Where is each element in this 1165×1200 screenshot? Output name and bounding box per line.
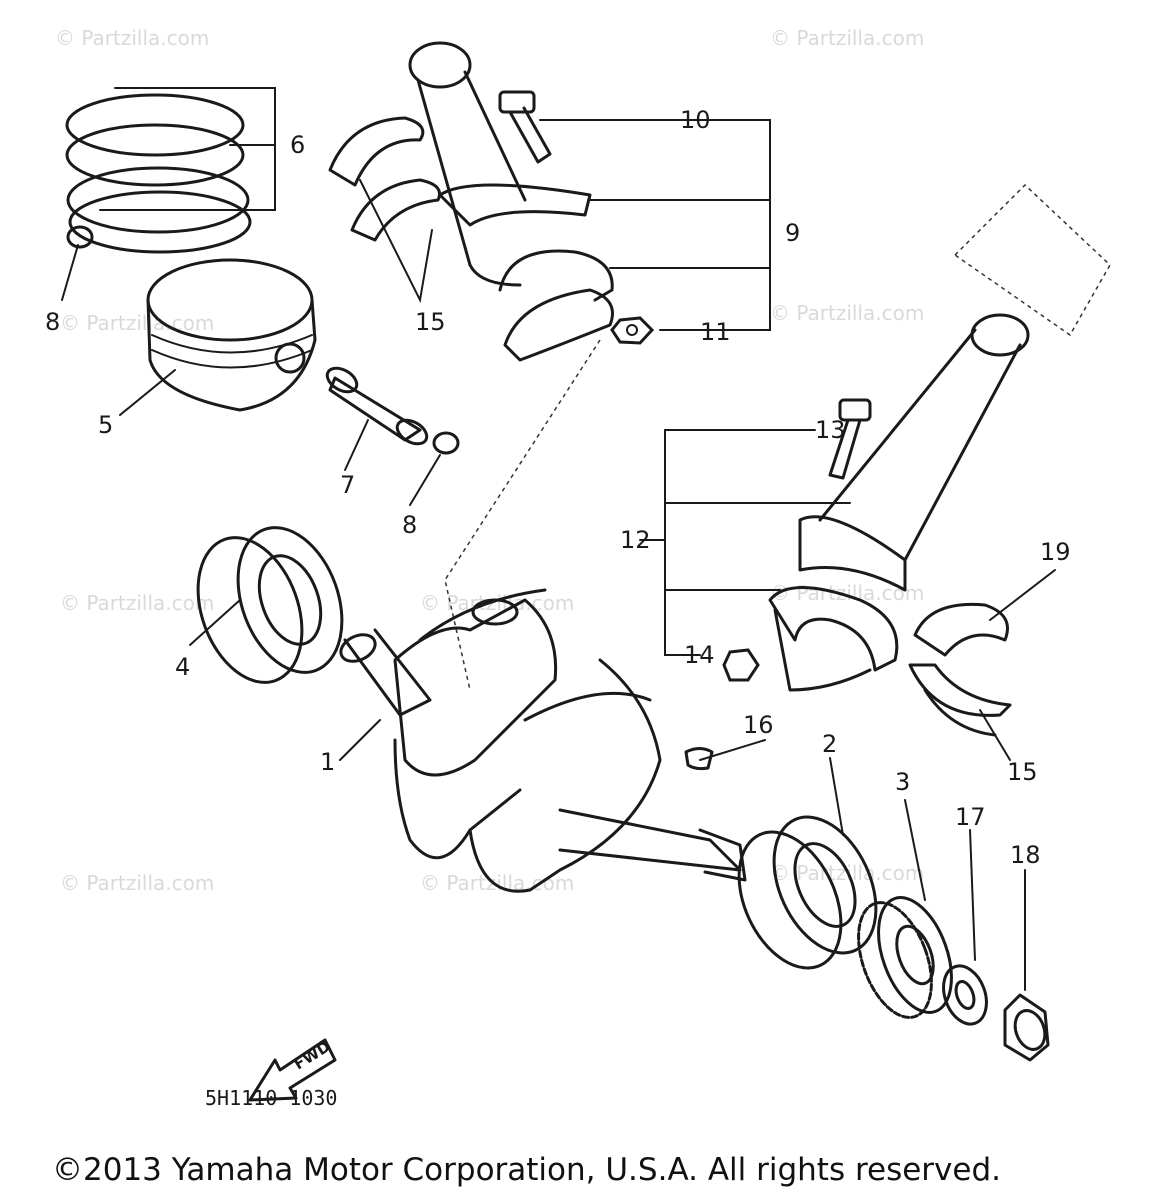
crank-nut [1003, 993, 1050, 1062]
main-bearing-left [196, 526, 344, 684]
watermark-text: © Partzilla.com [420, 591, 574, 615]
piston-pin [325, 366, 429, 446]
conrod-bearing-right [908, 602, 1012, 737]
callout-7: 7 [340, 471, 355, 499]
callout-2: 2 [822, 730, 837, 758]
rod-nut-right [722, 648, 760, 682]
copyright-notice: ©2013 Yamaha Motor Corporation, U.S.A. A… [52, 1152, 1001, 1188]
connecting-rod-upper [408, 41, 614, 362]
diagram-code: 5H1110-1030 [205, 1086, 337, 1110]
callout-5: 5 [98, 411, 113, 439]
callout-8-left: 8 [45, 308, 60, 336]
fwd-label: FWD [291, 1037, 334, 1073]
piston-rings [65, 93, 252, 254]
callout-13: 13 [815, 416, 846, 444]
primary-drive-gear [857, 896, 953, 1019]
watermark-text: © Partzilla.com [60, 591, 214, 615]
crankshaft [339, 588, 747, 893]
callout-15-right: 15 [1007, 758, 1038, 786]
leader-lines [61, 87, 1056, 991]
watermark-text: © Partzilla.com [770, 581, 924, 605]
callout-4: 4 [175, 653, 190, 681]
callout-8-right: 8 [402, 511, 417, 539]
callout-6: 6 [290, 131, 305, 159]
conrod-bearing-upper [328, 116, 441, 242]
circlip-left [66, 225, 94, 249]
callout-18: 18 [1010, 841, 1041, 869]
connecting-rod-right [768, 313, 1030, 692]
callout-1: 1 [320, 748, 335, 776]
watermarks: © Partzilla.com © Partzilla.com © Partzi… [55, 26, 924, 895]
rod-bolt-right [828, 398, 872, 480]
callout-12: 12 [620, 526, 651, 554]
callout-10: 10 [680, 106, 711, 134]
callout-19: 19 [1040, 538, 1071, 566]
woodruff-key [684, 747, 714, 771]
watermark-text: © Partzilla.com [420, 871, 574, 895]
callout-14: 14 [684, 641, 715, 669]
phantom-lines [444, 183, 1111, 691]
callout-16: 16 [743, 711, 774, 739]
callout-15-upper: 15 [415, 308, 446, 336]
callout-11: 11 [700, 318, 731, 346]
watermark-text: © Partzilla.com [770, 26, 924, 50]
rod-nut-upper [610, 316, 655, 345]
callout-17: 17 [955, 803, 986, 831]
main-bearing-right [737, 815, 878, 970]
rod-bolt-upper [498, 90, 552, 164]
watermark-text: © Partzilla.com [770, 301, 924, 325]
watermark-text: © Partzilla.com [55, 26, 209, 50]
washer [942, 964, 988, 1026]
callout-3: 3 [895, 768, 910, 796]
callout-numbers: 1 2 3 4 5 6 7 8 8 9 10 11 12 13 14 15 15… [45, 106, 1071, 869]
piston [146, 258, 317, 412]
circlip-right [432, 431, 460, 455]
callout-9: 9 [785, 219, 800, 247]
watermark-text: © Partzilla.com [60, 871, 214, 895]
watermark-text: © Partzilla.com [60, 311, 214, 335]
